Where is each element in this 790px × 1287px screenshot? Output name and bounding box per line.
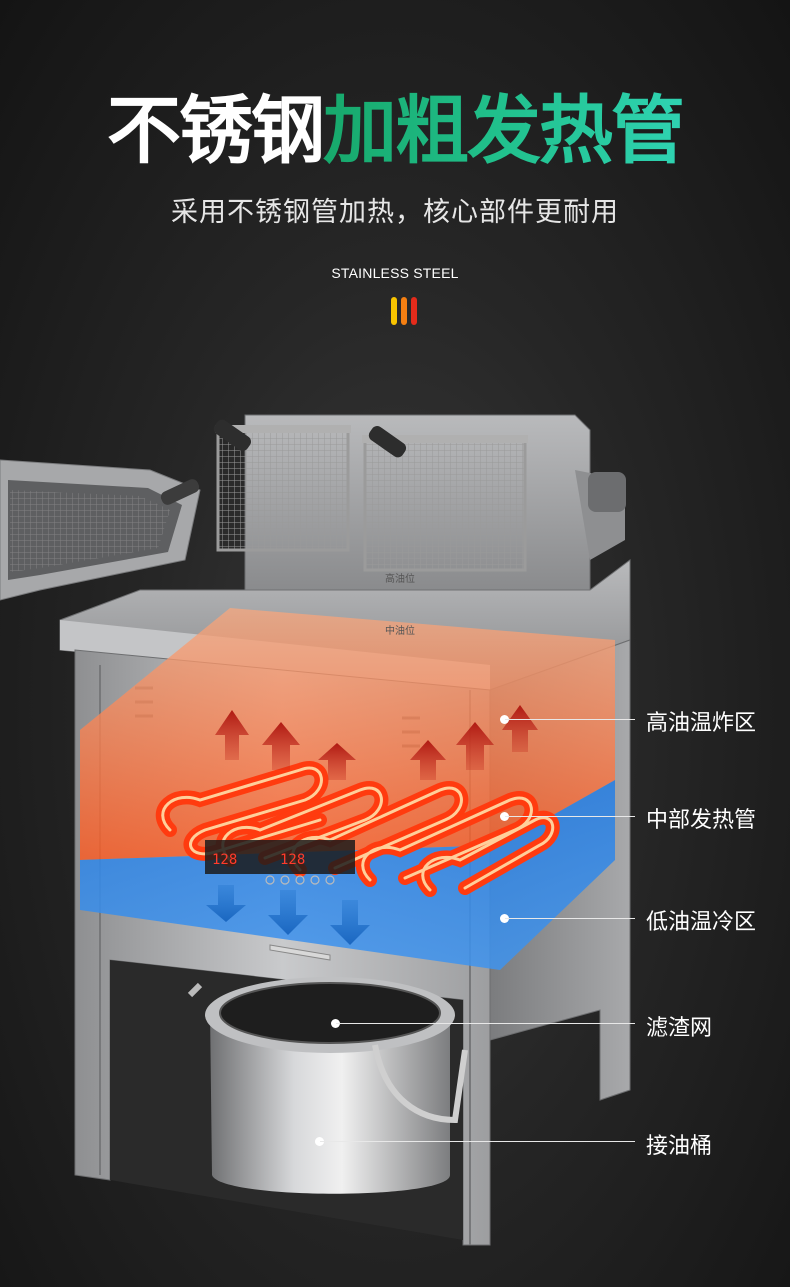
- headline: 不锈钢加粗发热管: [0, 86, 790, 176]
- control-panel: 128 128: [205, 840, 355, 885]
- headline-green: 加粗发热管: [323, 88, 685, 174]
- callout-dot-high-temp: [500, 715, 509, 724]
- oil-bucket: [187, 977, 468, 1194]
- callout-line-high-temp: [505, 719, 635, 720]
- callout-line-heating-tube: [505, 816, 635, 817]
- subtitle: 采用不锈钢管加热，核心部件更耐用: [171, 197, 619, 228]
- oil-level-high-label: 高油位: [385, 572, 415, 585]
- heat-bar-yellow: [391, 297, 397, 325]
- callout-heating-tube: 中部发热管: [646, 808, 757, 833]
- cold-zone: [80, 780, 615, 970]
- display-right: 128: [280, 852, 305, 868]
- headline-white: 不锈钢: [107, 88, 325, 174]
- oil-level-mid-label: 中油位: [385, 624, 415, 637]
- callout-high-temp-zone: 高油温炸区: [646, 711, 757, 736]
- callout-oil-bucket: 接油桶: [646, 1134, 713, 1159]
- callout-dot-cold-zone: [500, 914, 509, 923]
- heat-bar-orange: [401, 297, 407, 325]
- callout-line-bucket: [320, 1141, 635, 1142]
- stainless-steel-badge: STAINLESS STEEL: [331, 265, 459, 281]
- callout-line-filter: [336, 1023, 635, 1024]
- heat-arrows: [215, 705, 538, 780]
- fry-basket-right: [362, 426, 528, 572]
- side-tray: [0, 459, 201, 601]
- callout-dot-heating-tube: [500, 812, 509, 821]
- callout-dot-filter: [331, 1019, 340, 1028]
- fry-basket-left: [213, 419, 351, 552]
- display-left: 128: [212, 852, 237, 868]
- filter-mesh: [220, 983, 440, 1043]
- heat-bars-icon: [391, 297, 421, 325]
- callout-cold-zone: 低油温冷区: [646, 910, 757, 935]
- callout-filter-mesh: 滤渣网: [646, 1016, 713, 1041]
- callout-dot-bucket: [315, 1137, 324, 1146]
- cold-arrows: [206, 885, 370, 945]
- drawer-handle: [269, 944, 331, 961]
- callout-line-cold-zone: [505, 918, 635, 919]
- heat-bar-red: [411, 297, 417, 325]
